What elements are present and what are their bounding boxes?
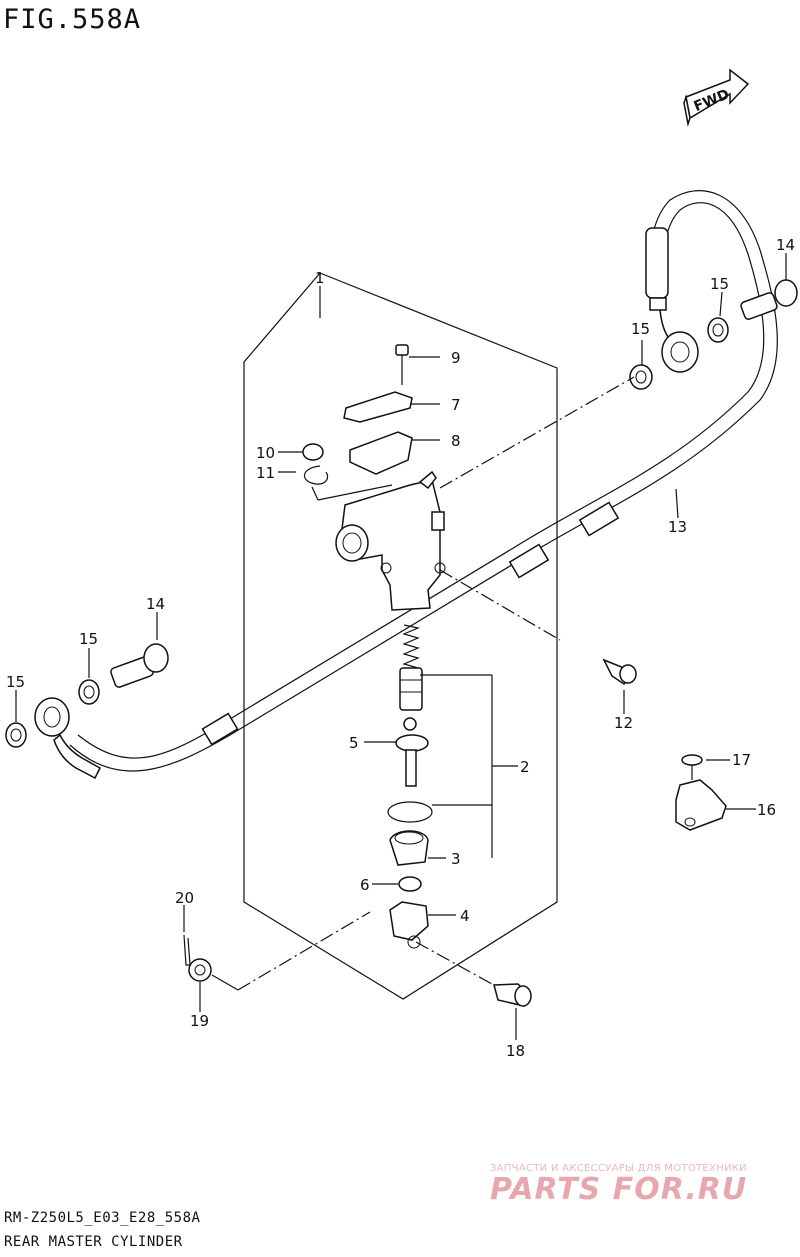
callout-16: 16 <box>757 801 776 819</box>
union-bolt-left <box>110 643 169 688</box>
callout-5: 5 <box>349 734 359 752</box>
callout-15-a: 15 <box>631 320 650 338</box>
fwd-arrow-icon: FWD <box>683 68 750 127</box>
brake-hose <box>34 190 778 780</box>
leader-lines <box>15 253 787 1040</box>
callout-11: 11 <box>256 464 275 482</box>
reservoir-cap <box>343 391 413 423</box>
screw-9 <box>395 344 409 385</box>
piston <box>399 667 423 711</box>
union-bolt-top <box>740 279 798 320</box>
callout-9: 9 <box>451 349 461 367</box>
screw-17 <box>681 754 703 780</box>
callout-6: 6 <box>360 876 370 894</box>
callout-10: 10 <box>256 444 275 462</box>
bolt-12 <box>602 658 637 686</box>
watermark-tagline: ЗАПЧАСТИ И АКСЕССУАРЫ ДЛЯ МОТОТЕХНИКИ <box>490 1163 747 1174</box>
callout-4: 4 <box>460 907 470 925</box>
callout-1: 1 <box>315 269 325 287</box>
callout-15-c: 15 <box>79 630 98 648</box>
cap-10 <box>302 443 324 461</box>
assembly-outline <box>243 272 558 1000</box>
watermark-logo: PARTS FOR.RU <box>490 1172 748 1207</box>
callout-2: 2 <box>520 758 530 776</box>
callout-17: 17 <box>732 751 751 769</box>
circlip-11 <box>303 465 329 485</box>
clevis-4 <box>389 901 429 949</box>
spring <box>402 624 420 669</box>
clevis-pin-18 <box>493 983 532 1007</box>
hose-clamp-16 <box>675 779 727 831</box>
washer-4 <box>5 722 27 748</box>
callout-14-left: 14 <box>146 595 165 613</box>
figure-title: FIG.558A <box>3 4 142 35</box>
washer-2 <box>707 317 729 343</box>
push-rod-5 <box>395 717 429 787</box>
callout-19: 19 <box>190 1012 209 1030</box>
diaphragm <box>349 431 413 475</box>
nut-6 <box>398 876 422 892</box>
callout-15-d: 15 <box>6 673 25 691</box>
callout-15-b: 15 <box>710 275 729 293</box>
callout-13: 13 <box>668 518 687 536</box>
washer-19 <box>188 958 212 982</box>
callout-18: 18 <box>506 1042 525 1060</box>
washer-3 <box>78 679 100 705</box>
master-cylinder-body <box>335 470 446 611</box>
callout-3: 3 <box>451 850 461 868</box>
washer-1 <box>629 364 653 390</box>
callout-12: 12 <box>614 714 633 732</box>
callout-20: 20 <box>175 889 194 907</box>
footer-model-code: RM-Z250L5_E03_E28_558A <box>4 1210 201 1226</box>
callout-7: 7 <box>451 396 461 414</box>
boot-3 <box>389 830 429 866</box>
footer-section-name: REAR MASTER CYLINDER <box>4 1234 183 1250</box>
snap-ring <box>387 801 433 823</box>
cotter-pin-20 <box>183 934 191 966</box>
callout-14-top: 14 <box>776 236 795 254</box>
callout-8: 8 <box>451 432 461 450</box>
